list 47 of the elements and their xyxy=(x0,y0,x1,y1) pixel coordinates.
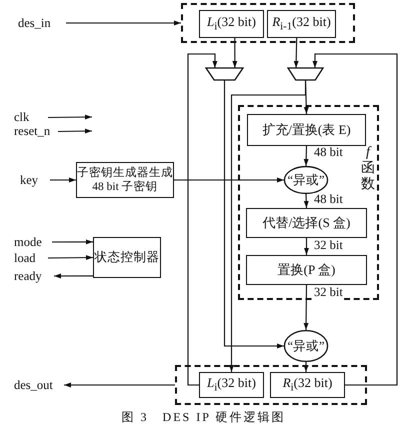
arrow xyxy=(48,255,93,260)
arrow xyxy=(304,146,309,166)
arrow xyxy=(312,53,398,386)
xor-ellipse: “异或” xyxy=(284,330,328,362)
register-box: R$_{i-1}$(32 bit) xyxy=(267,10,336,38)
arrow xyxy=(232,38,238,68)
signal-label: des_out xyxy=(14,377,64,393)
signal-label: load xyxy=(14,250,48,266)
arrow xyxy=(50,178,76,182)
arrow xyxy=(174,178,284,182)
arrow xyxy=(304,194,309,208)
function-block xyxy=(238,105,379,300)
signal-label: ready xyxy=(14,268,54,284)
arrow xyxy=(48,114,92,120)
arrow xyxy=(52,239,93,244)
register-box: R$_{i}$(32 bit) xyxy=(270,372,345,398)
function-label: f 函数 xyxy=(361,145,375,194)
arrow xyxy=(187,53,218,386)
xor-ellipse: “异或” xyxy=(284,166,328,194)
register-box: L$_{i}$(32 bit) xyxy=(199,10,264,38)
arrow xyxy=(304,362,308,372)
signal-label: clk xyxy=(14,110,48,125)
signal-label: reset_n xyxy=(14,124,58,139)
multiplexer-symbol xyxy=(288,68,323,80)
process-box: 扩充/置换(表 E) xyxy=(247,114,366,146)
signal-label: des_in xyxy=(18,15,66,31)
multiplexer-symbol xyxy=(206,68,243,80)
register-box: L$_{i}$(32 bit) xyxy=(199,372,264,398)
arrow xyxy=(304,238,309,255)
edge-label: 32 bit xyxy=(313,286,344,300)
controller-box: 状态控制器 xyxy=(93,237,161,278)
arrow xyxy=(229,80,306,372)
arrow xyxy=(58,128,92,134)
register-group xyxy=(181,3,355,43)
caption: 图 3 DES IP 硬件逻辑图 xyxy=(120,409,286,426)
process-box: 子密钥生成器生成 48 bit 子密钥 xyxy=(76,162,174,198)
arrow xyxy=(64,382,175,388)
arrow xyxy=(224,80,284,348)
arrow xyxy=(304,285,309,330)
signal-label: mode xyxy=(14,234,52,250)
register-group xyxy=(175,365,367,405)
process-box: 置换(P 盒) xyxy=(246,255,367,285)
process-box: 代替/选择(S 盒) xyxy=(246,208,367,238)
arrow xyxy=(54,274,93,278)
arrow xyxy=(294,38,299,68)
arrow xyxy=(66,20,181,26)
signal-label: key xyxy=(20,172,50,188)
